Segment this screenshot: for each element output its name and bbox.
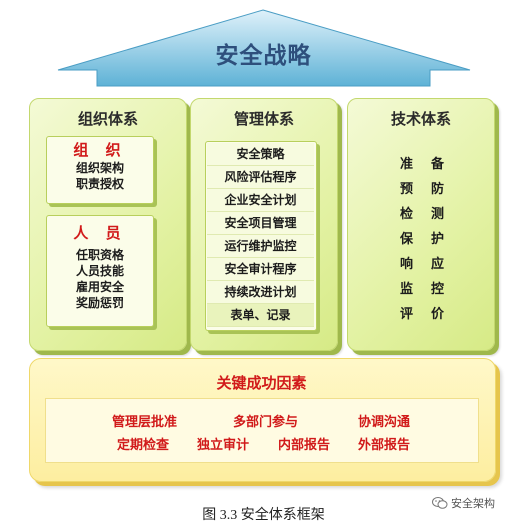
success-factors-title: 关键成功因素 xyxy=(216,374,307,392)
tech-line: 检测 xyxy=(399,207,462,222)
tech-line: 响应 xyxy=(399,257,462,272)
mgmt-item: 安全审计程序 xyxy=(207,258,314,281)
tech-line: 准备 xyxy=(399,157,462,172)
people-box: 人 员 任职资格 人员技能 雇用安全 奖励惩罚 xyxy=(46,215,154,327)
mgmt-item: 安全项目管理 xyxy=(207,212,314,235)
mgmt-item: 运行维护监控 xyxy=(207,235,314,258)
roof-title: 安全战略 xyxy=(215,43,312,69)
tech-line: 评价 xyxy=(399,307,462,322)
factor-item: 协调沟通 xyxy=(358,415,411,430)
mgmt-item: 持续改进计划 xyxy=(207,281,314,304)
factor-item: 多部门参与 xyxy=(233,415,299,430)
org-pillar-title: 组织体系 xyxy=(77,110,138,128)
people-box-heading: 人 员 xyxy=(73,224,127,242)
tech-line: 监控 xyxy=(399,282,462,297)
figure-caption: 图 3.3 安全体系框架 xyxy=(202,508,325,523)
factor-item: 外部报告 xyxy=(358,438,411,453)
factor-item: 内部报告 xyxy=(278,438,331,453)
wechat-icon xyxy=(432,497,448,509)
people-line-4: 奖励惩罚 xyxy=(75,296,124,310)
people-line-3: 雇用安全 xyxy=(75,280,124,294)
tech-line: 预防 xyxy=(399,182,462,197)
mgmt-item: 表单、记录 xyxy=(207,304,314,327)
org-box-heading: 组 织 xyxy=(73,141,127,159)
tech-pillar-title: 技术体系 xyxy=(390,110,451,128)
org-box: 组 织 组织架构 职责授权 xyxy=(46,136,154,204)
org-line-1: 组织架构 xyxy=(75,161,124,175)
factor-item: 独立审计 xyxy=(197,438,250,453)
people-line-2: 人员技能 xyxy=(75,264,124,278)
success-factors-box xyxy=(45,398,479,463)
watermark-text: 安全架构 xyxy=(451,497,495,510)
roof-shape xyxy=(57,9,471,87)
people-line-1: 任职资格 xyxy=(75,248,124,262)
factor-item: 定期检查 xyxy=(117,438,170,453)
tech-pillar: 技术体系 xyxy=(347,98,495,351)
tech-line: 保护 xyxy=(399,232,462,247)
org-line-2: 职责授权 xyxy=(75,177,124,191)
watermark: 安全架构 xyxy=(432,495,495,511)
mgmt-pillar-title: 管理体系 xyxy=(233,110,294,128)
mgmt-item: 企业安全计划 xyxy=(207,189,314,212)
factor-item: 管理层批准 xyxy=(112,415,178,430)
mgmt-item: 安全策略 xyxy=(207,143,314,166)
mgmt-item: 风险评估程序 xyxy=(207,166,314,189)
